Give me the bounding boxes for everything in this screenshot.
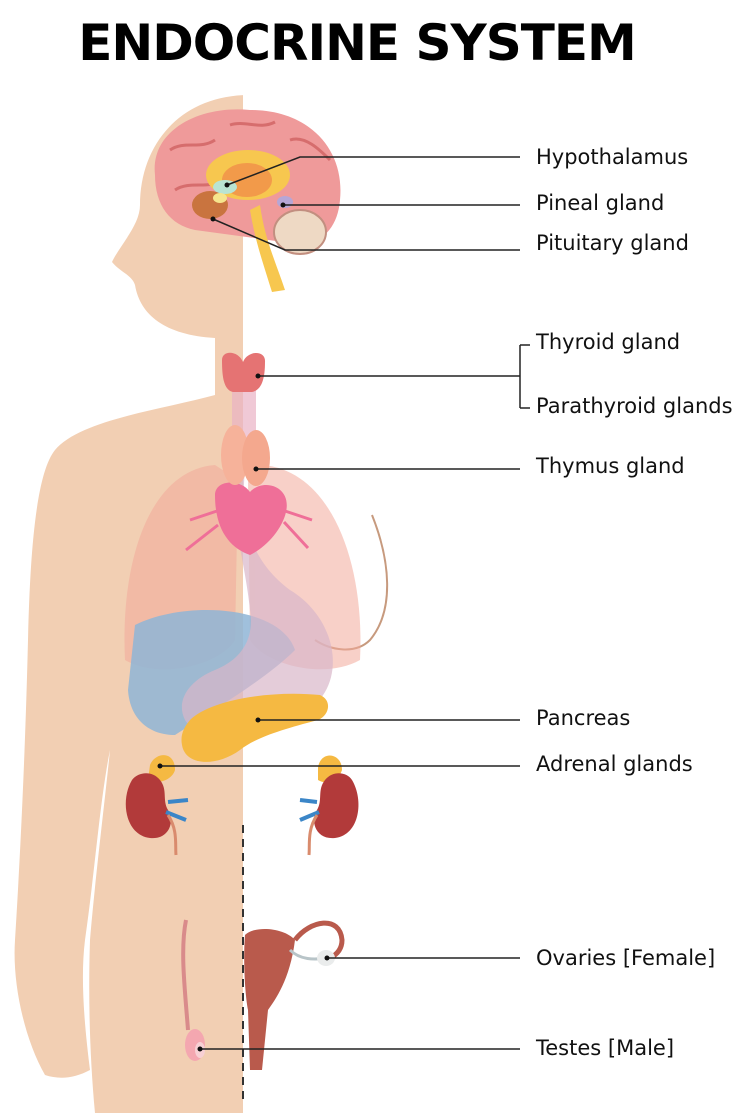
label-pancreas: Pancreas — [536, 706, 631, 730]
uterus — [244, 920, 345, 1070]
label-thyroid-gland: Thyroid gland — [536, 330, 681, 354]
label-thymus-gland: Thymus gland — [536, 454, 685, 478]
heart — [185, 482, 313, 555]
leader-lines — [160, 156, 530, 1050]
label-parathyroid-glands: Parathyroid glands — [536, 394, 733, 418]
label-testes: Testes [Male] — [536, 1036, 675, 1060]
diagram-title: ENDOCRINE SYSTEM — [78, 14, 636, 72]
kidney-left — [125, 755, 189, 856]
kidney-right — [299, 755, 359, 856]
stomach — [181, 470, 333, 735]
thymus — [221, 425, 270, 486]
hypothalamus-leader — [226, 156, 520, 186]
pituitary-leader — [212, 218, 520, 251]
label-pituitary-gland: Pituitary gland — [536, 231, 689, 255]
pancreas — [181, 693, 329, 762]
leader-dots — [157, 182, 330, 1052]
thyroid — [222, 352, 266, 392]
label-ovaries: Ovaries [Female] — [536, 946, 716, 970]
label-adrenal-glands: Adrenal glands — [536, 752, 693, 776]
label-pineal-gland: Pineal gland — [536, 191, 665, 215]
label-hypothalamus: Hypothalamus — [536, 145, 689, 169]
